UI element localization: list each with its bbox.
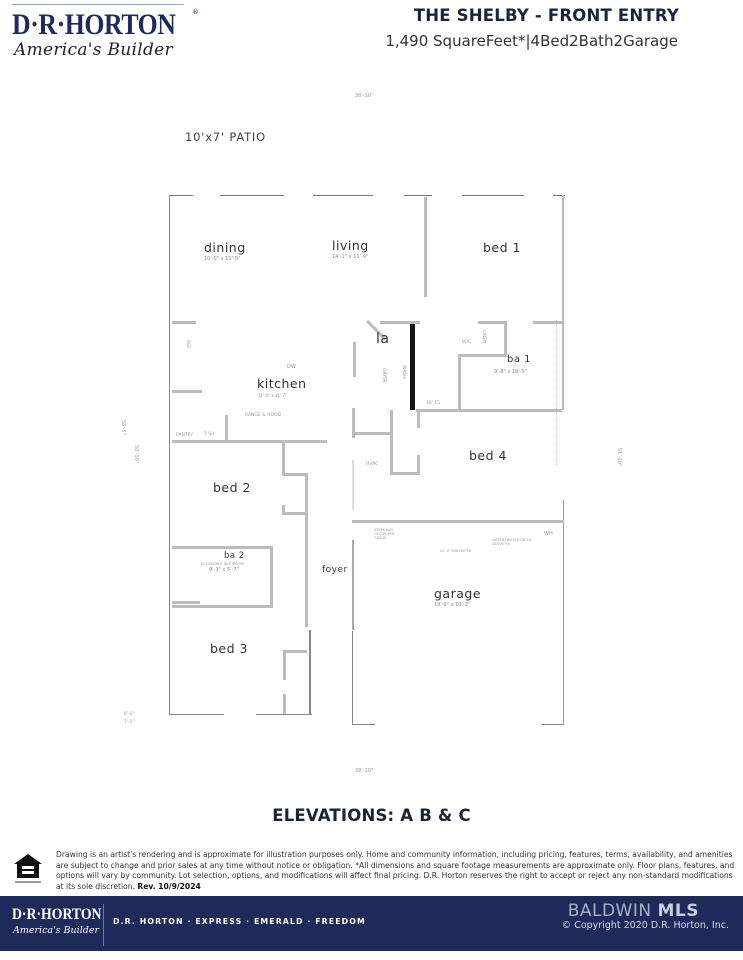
disclaimer: Drawing is an artist's rendering and is … — [56, 850, 742, 892]
label-garage-depth: 20'-0" MIN DEPTH — [440, 549, 472, 553]
label-washer: WASH — [401, 365, 406, 379]
room-laundry: la — [376, 331, 390, 347]
room-bed-1: bed 1 — [483, 240, 521, 255]
room-kitchen-dims: 11'-0" x 11'-7" — [258, 393, 287, 398]
room-garage-dims: 19'-9" x 19'-3" — [434, 602, 471, 608]
room-bed-3: bed 3 — [210, 641, 248, 656]
room-living: living — [332, 238, 369, 253]
disclaimer-text: Drawing is an artist's rendering and is … — [56, 850, 735, 891]
room-garage: garage — [434, 586, 482, 601]
logo-registered-mark: ® — [192, 8, 199, 16]
footer-logo-wordmark: D·R·HORTON — [12, 906, 102, 923]
dim-left-inner: 50'-10" — [133, 445, 139, 464]
room-bed-4: bed 4 — [469, 448, 507, 463]
dim-side-a: 6'-0" — [124, 712, 135, 717]
floor-plan: 38'-10" 38'-10" 58'-5" 50'-10" 51'-10" 6… — [120, 93, 622, 774]
plan-subtitle: 1,490 SquareFeet*|4Bed2Bath2Garage — [385, 32, 678, 50]
dim-side-b: 7'-5" — [124, 720, 135, 725]
drhorton-logo: D·R·HORTON ® America's Builder — [12, 4, 199, 64]
room-kitchen: kitchen — [257, 376, 307, 391]
label-pantry: PANTRY — [176, 433, 194, 438]
label-dw: DW — [287, 364, 296, 370]
revision-date: Rev. 10/9/2024 — [137, 881, 201, 891]
logo-rule — [12, 4, 184, 5]
mls-light: BALDWIN — [567, 901, 652, 921]
footer-logo-tagline: America's Builder — [13, 925, 99, 936]
label-dryer: DRYER — [381, 368, 386, 384]
label-wic: W/C — [462, 340, 472, 345]
dim-top: 38'-10" — [355, 93, 374, 99]
room-ba-1-dims: 9'-8" x 18'-5" — [494, 369, 528, 375]
room-living-dims: 14'-1" x 11'-9" — [332, 254, 369, 260]
dim-left-outer: 58'-5" — [120, 420, 126, 436]
footer-brands: D.R. HORTON · EXPRESS · EMERALD · FREEDO… — [113, 917, 366, 926]
label-wh: WH — [544, 531, 553, 537]
equal-housing-icon — [12, 852, 44, 886]
mls-bold: MLS — [657, 901, 699, 921]
label-garage-steps: STEPS MAY OCCUR PER GRADE — [374, 528, 395, 540]
footer-bar: D·R·HORTON America's Builder D.R. HORTON… — [0, 896, 743, 951]
room-ba-1: ba 1 — [507, 354, 532, 365]
room-dining-dims: 10'-0" x 11'-9" — [204, 256, 241, 262]
dim-bottom: 38'-10" — [355, 768, 374, 774]
plan-title: THE SHELBY - FRONT ENTRY — [413, 6, 679, 25]
logo-tagline: America's Builder — [14, 40, 173, 60]
label-hvac: HVAC — [366, 462, 379, 467]
dim-right: 51'-10" — [616, 448, 622, 467]
label-water-heater: WATER HEATER ON 18" ABOVE F.F. — [492, 538, 533, 546]
baldwin-mls-watermark: BALDWIN MLS — [568, 901, 699, 921]
label-range-hood: RANGE & HOOD — [245, 413, 282, 418]
copyright: © Copyright 2020 D.R. Horton, Inc. — [561, 920, 729, 931]
room-bed-2: bed 2 — [213, 480, 251, 495]
label-shelf-dim: 18' 15 — [426, 401, 441, 406]
label-pantry-shelf: 5 SH — [204, 432, 215, 437]
label-ref: REF — [185, 340, 190, 349]
label-linen: LINEN — [481, 330, 486, 344]
footer-divider — [103, 904, 104, 946]
room-ba-2-dims: 9'-3" x 5'-7" — [209, 567, 239, 573]
room-dining: dining — [204, 240, 246, 255]
room-foyer: foyer — [322, 565, 348, 575]
room-ba-2: ba 2 — [224, 551, 245, 561]
patio-label: 10'x7' PATIO — [185, 130, 266, 144]
footer-logo: D·R·HORTON America's Builder — [12, 906, 101, 940]
elevations-heading: ELEVATIONS: A B & C — [272, 806, 471, 825]
room-ba-2-note: ACCESSIBLE BATHROOM — [201, 562, 244, 566]
logo-wordmark: D·R·HORTON — [12, 8, 176, 41]
